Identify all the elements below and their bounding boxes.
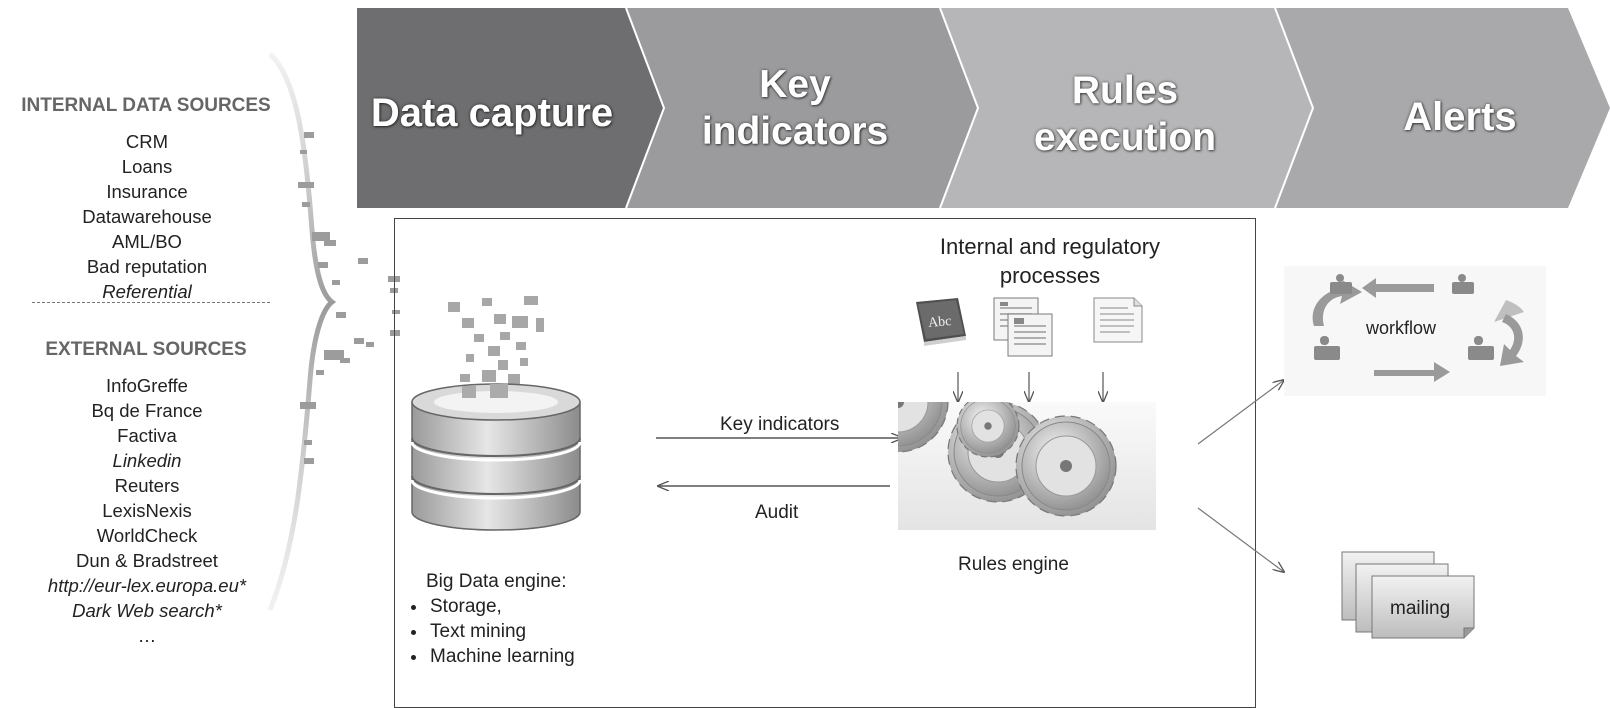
processes-title: Internal and regulatory processes — [900, 232, 1200, 290]
workflow-diagram: workflow — [1284, 266, 1546, 396]
external-sources-heading: EXTERNAL SOURCES — [45, 339, 247, 360]
source-item: CRM — [125, 131, 169, 152]
source-item: Bad reputation — [86, 256, 208, 277]
stage-label-key-indicators: Key indicators — [701, 63, 889, 153]
book-label: Abc — [928, 314, 953, 331]
processes-title-line1: Internal and regulatory — [939, 234, 1161, 259]
stage-alerts-arrow — [1275, 8, 1610, 208]
processes-title-line2: processes — [999, 263, 1101, 288]
source-item: Loans — [121, 156, 173, 177]
source-item: Dark Web search* — [72, 600, 222, 621]
source-item: InfoGreffe — [106, 375, 188, 396]
sources-divider — [32, 302, 270, 303]
book-icon: Abc — [916, 298, 966, 346]
source-item: http://eur-lex.europa.eu* — [47, 575, 247, 596]
data-particles — [448, 296, 544, 392]
source-item: Datawarehouse — [82, 206, 212, 227]
big-data-engine-title: Big Data engine: — [426, 571, 567, 592]
to-workflow-arrow — [1197, 380, 1284, 445]
source-item: Reuters — [114, 475, 180, 496]
feature-item: Storage, — [428, 594, 626, 619]
source-item: AML/BO — [112, 231, 182, 252]
database-icon — [410, 296, 582, 531]
workflow-label: workflow — [1365, 318, 1437, 338]
stage-label-alerts: Alerts — [1403, 95, 1517, 139]
stage-banner — [357, 7, 1610, 209]
feature-item: Machine learning — [428, 644, 626, 669]
checklist-icon — [1093, 297, 1143, 343]
stage-label-data-capture: Data capture — [370, 91, 614, 135]
source-item: Referential — [102, 281, 192, 302]
feature-item: Text mining — [428, 619, 626, 644]
source-item: … — [137, 625, 157, 646]
audit-flow-label: Audit — [755, 502, 799, 523]
source-item: WorldCheck — [96, 525, 198, 546]
stage-rules-execution-arrow — [940, 8, 1313, 208]
workflow-desks — [1314, 274, 1494, 360]
big-data-engine-caption: Big Data engine: Storage, Text mining Ma… — [406, 569, 626, 669]
key-indicators-flow-label: Key indicators — [720, 414, 840, 435]
stage-data-capture-arrow — [357, 8, 664, 208]
gears-icon — [898, 402, 1156, 530]
big-data-features: Storage, Text mining Machine learning — [406, 594, 626, 669]
stage-key-indicators-arrow — [626, 8, 978, 208]
mailing-label: mailing — [1390, 598, 1450, 619]
to-mailing-arrow — [1197, 507, 1284, 572]
rules-engine-label: Rules engine — [958, 554, 1069, 575]
source-item: Insurance — [106, 181, 188, 202]
internal-sources-heading: INTERNAL DATA SOURCES — [21, 95, 271, 116]
source-item: Factiva — [117, 425, 177, 446]
source-item: LexisNexis — [102, 500, 192, 521]
mailing-stack-icon: mailing — [1341, 551, 1475, 639]
source-item: Bq de France — [91, 400, 203, 421]
source-item: Dun & Bradstreet — [76, 550, 218, 571]
source-item: Linkedin — [112, 450, 182, 471]
documents-icon — [993, 297, 1053, 357]
stage-label-rules-execution: Rules execution — [1033, 69, 1217, 159]
